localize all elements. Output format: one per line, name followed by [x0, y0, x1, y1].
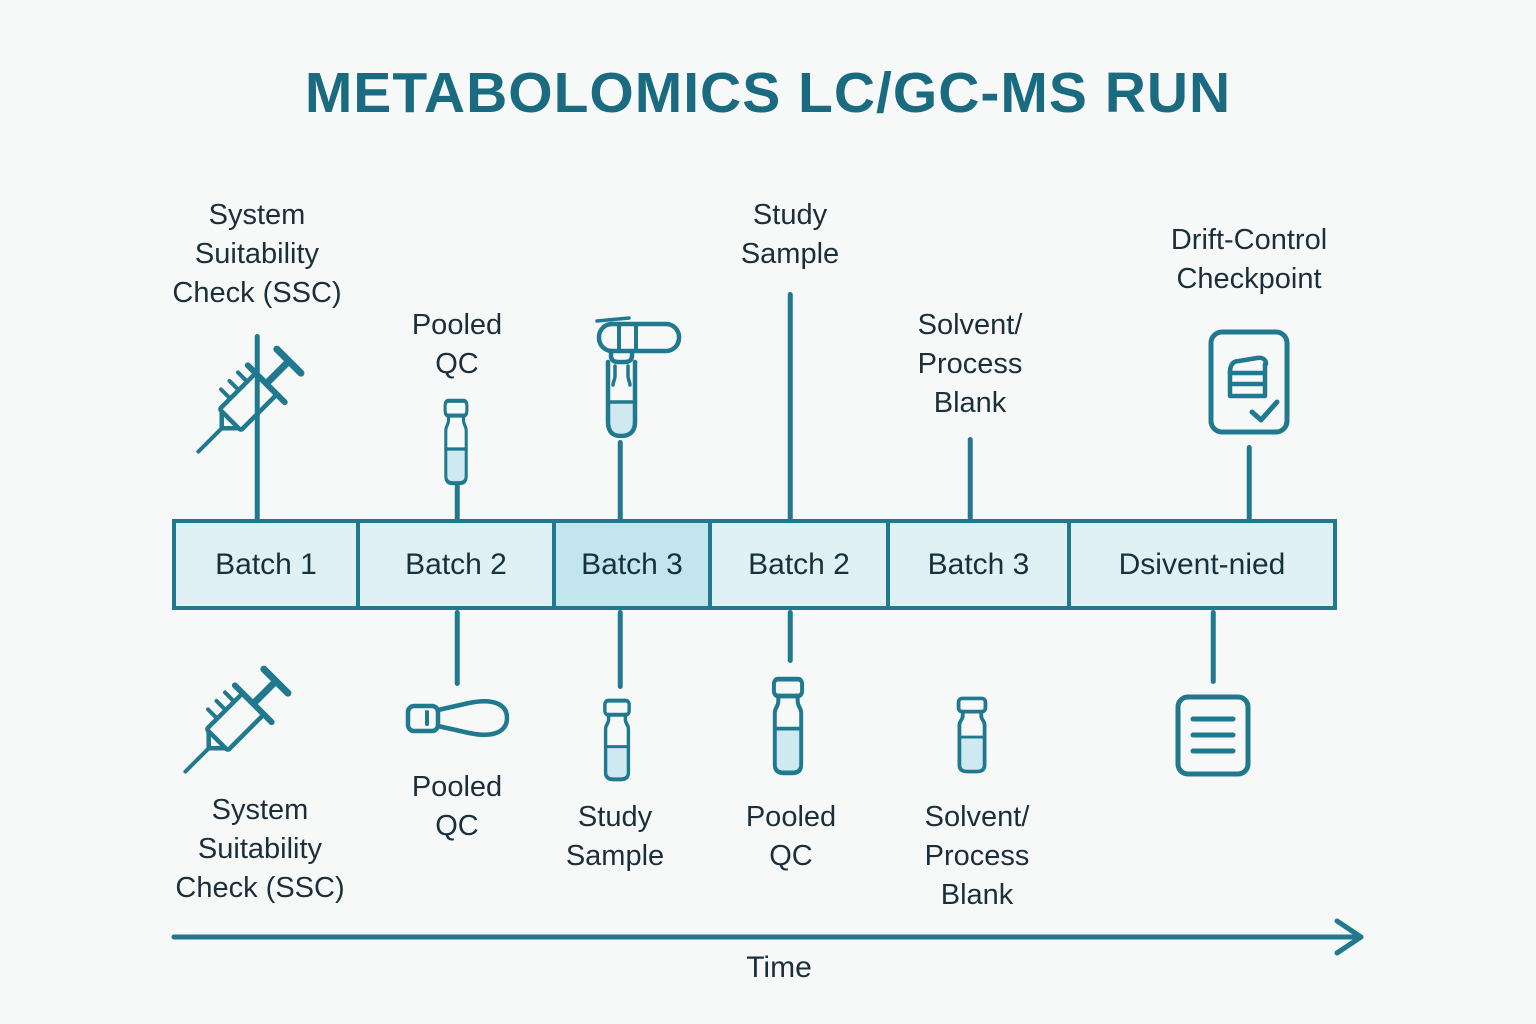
time-axis-label: Time [746, 951, 812, 984]
connector-line [617, 440, 623, 521]
vial-icon [598, 698, 636, 787]
connector-line [454, 610, 460, 686]
batch-segment: Dsivent-nied [1067, 523, 1333, 606]
sample-tube-icon [593, 314, 685, 443]
annotation-label-study-sample-top: Study Sample [740, 199, 840, 270]
annotation-label-study-sample-bottom: Study Sample [565, 801, 665, 872]
connector-line [454, 484, 460, 521]
connector-line [787, 292, 793, 521]
connector-line [967, 437, 973, 521]
connector-line [1246, 445, 1252, 521]
batch-segment: Batch 2 [356, 523, 552, 606]
connector-line [1210, 610, 1216, 684]
syringe-icon [162, 645, 312, 800]
batch-segment: Batch 1 [176, 523, 356, 606]
annotation-label-ssc-bottom: System Suitability Check (SSC) [175, 794, 345, 904]
connector-line [617, 610, 623, 689]
page-title: METABOLOMICS LC/GC-MS RUN [304, 61, 1232, 125]
vial-icon [951, 696, 993, 779]
vial-icon [439, 398, 473, 491]
syringe-icon [175, 325, 325, 480]
vial-icon [766, 676, 810, 781]
timeline-bar: Batch 1 Batch 2 Batch 3 Batch 2 Batch 3 … [172, 519, 1337, 610]
batch-segment: Batch 3 [886, 523, 1067, 606]
annotation-label-solvent-blank-bottom: Solvent/ Process Blank [924, 801, 1030, 911]
connector-line [787, 610, 793, 663]
connector-line [254, 334, 260, 521]
annotation-label-ssc-top: System Suitability Check (SSC) [172, 199, 342, 309]
batch-segment: Batch 3 [552, 523, 708, 606]
time-axis-arrow [170, 917, 1370, 964]
annotation-label-pooled-qc-top: Pooled QC [411, 309, 503, 380]
annotation-label-pooled-qc2-bottom: Pooled QC [745, 801, 837, 872]
batch-segment: Batch 2 [708, 523, 886, 606]
document-icon [1174, 693, 1252, 783]
annotation-label-drift-checkpoint: Drift-Control Checkpoint [1170, 224, 1328, 295]
annotation-label-solvent-blank-top: Solvent/ Process Blank [917, 309, 1023, 419]
annotation-label-pooled-qc-bottom: Pooled QC [411, 771, 503, 842]
loop-swab-icon [405, 697, 510, 752]
checklist-card-icon [1207, 328, 1291, 441]
